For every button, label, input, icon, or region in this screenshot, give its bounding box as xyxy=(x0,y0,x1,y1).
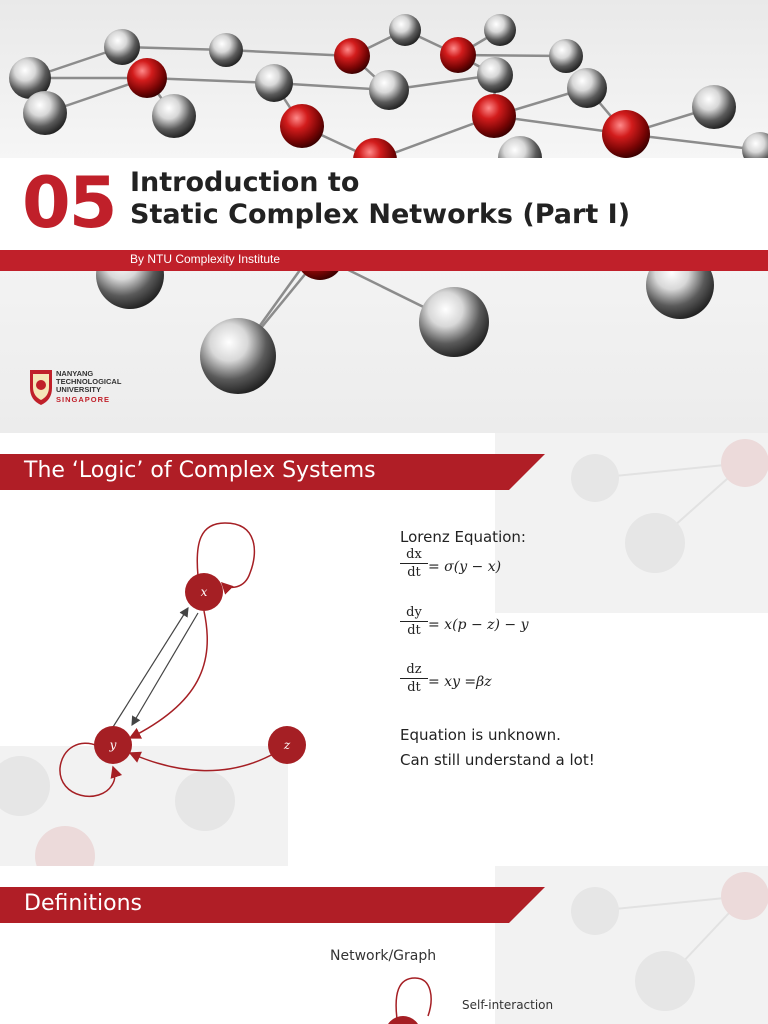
note-line2: Can still understand a lot! xyxy=(400,751,595,769)
section-banner xyxy=(0,887,545,923)
slide-title-line2: Static Complex Networks (Part I) xyxy=(130,199,631,230)
node-z: z xyxy=(268,726,306,764)
section-banner xyxy=(0,454,545,490)
eq1-rhs: = σ(y − x) xyxy=(428,559,502,575)
section-title: Definitions xyxy=(24,891,142,916)
eq2-denominator: dt xyxy=(407,623,421,638)
edge-x-to-y xyxy=(131,612,199,727)
equation-2-fraction: dy dt xyxy=(400,605,428,638)
eq3-numerator: dz xyxy=(406,662,422,677)
svg-text:x: x xyxy=(201,585,208,599)
ntu-logo: NANYANG TECHNOLOGICAL UNIVERSITY SINGAPO… xyxy=(28,368,128,408)
eq3-denominator: dt xyxy=(407,680,421,695)
note-line1: Equation is unknown. xyxy=(400,726,561,744)
faded-spheres-decoration-bottom xyxy=(0,746,288,866)
y-self-loop xyxy=(59,742,123,798)
byline-text: By NTU Complexity Institute xyxy=(130,252,281,266)
ntu-crest-icon xyxy=(30,370,52,405)
eq2-numerator: dy xyxy=(406,605,422,620)
eq3-rhs: = xy =βz xyxy=(428,674,492,690)
slide-title-line1: Introduction to xyxy=(130,167,360,198)
edge-y-to-x xyxy=(112,606,189,728)
title-panel xyxy=(0,158,768,250)
equation-1-fraction: dx dt xyxy=(400,547,428,580)
eq2-rhs: = x(p − z) − y xyxy=(428,617,529,633)
faded-spheres-decoration xyxy=(495,866,768,1024)
faded-spheres-decoration xyxy=(495,433,768,613)
svg-text:y: y xyxy=(109,738,117,752)
logic-slide: The ‘Logic’ of Complex Systems x y z xyxy=(0,433,768,866)
x-self-loop xyxy=(196,522,256,595)
lorenz-influence-graph: x y z xyxy=(59,522,306,798)
logo-line4: SINGAPORE xyxy=(56,395,111,404)
equation-heading: Lorenz Equation: xyxy=(400,528,526,546)
edge-x-to-y-red xyxy=(128,610,208,739)
logo-line1: NANYANG xyxy=(56,369,94,378)
logo-line3: UNIVERSITY xyxy=(56,385,102,394)
self-interaction-diagram xyxy=(388,977,432,1024)
self-loop-edge xyxy=(395,977,432,1020)
title-slide: 05 Introduction to Static Complex Networ… xyxy=(0,0,768,433)
node-x: x xyxy=(185,573,223,611)
chapter-number: 05 xyxy=(22,162,117,244)
eq1-denominator: dt xyxy=(407,565,421,580)
definitions-slide: Definitions Network/Graph Self-interacti… xyxy=(0,866,768,1024)
edge-z-to-y xyxy=(128,751,276,772)
network-graph-subtitle: Network/Graph xyxy=(330,948,437,964)
self-interaction-label: Self-interaction xyxy=(462,998,554,1012)
node-y: y xyxy=(94,726,132,764)
equation-3-fraction: dz dt xyxy=(400,662,428,695)
eq1-numerator: dx xyxy=(406,547,422,562)
graph-node xyxy=(388,1016,418,1024)
network-spheres-background xyxy=(9,14,768,394)
section-title: The ‘Logic’ of Complex Systems xyxy=(24,458,376,483)
byline-bar xyxy=(0,250,768,271)
logo-line2: TECHNOLOGICAL xyxy=(56,377,122,386)
svg-text:z: z xyxy=(283,738,291,752)
